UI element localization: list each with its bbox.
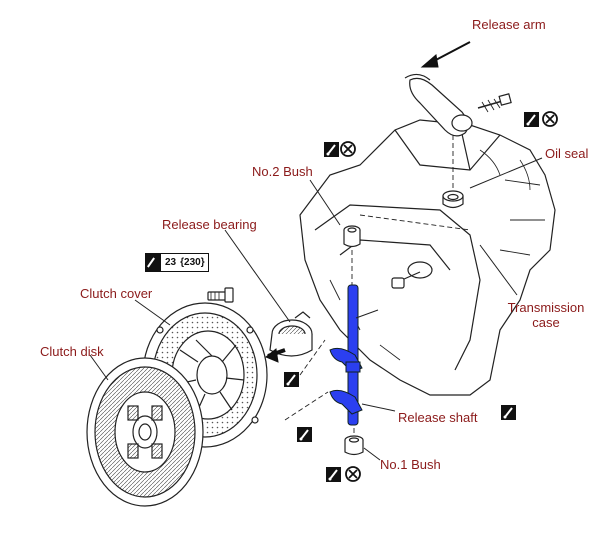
torque-value: 23 bbox=[165, 257, 177, 268]
label-release-shaft: Release shaft bbox=[398, 410, 478, 425]
grease-icon bbox=[324, 142, 339, 157]
replace-part-icon bbox=[345, 466, 361, 482]
torque-wrench-icon bbox=[146, 254, 161, 271]
torque-alt-value: {230} bbox=[180, 257, 205, 268]
release-arm-arrow bbox=[420, 41, 471, 68]
replace-part-icon bbox=[542, 111, 558, 127]
no2-bush bbox=[343, 225, 361, 248]
label-release-bearing: Release bearing bbox=[162, 217, 257, 232]
label-no1-bush: No.1 Bush bbox=[380, 457, 441, 472]
leader-lines bbox=[89, 157, 543, 461]
bearing-direction-arrow bbox=[265, 348, 286, 363]
label-oil-seal: Oil seal bbox=[545, 146, 589, 161]
torque-spec-box: 23 {230} bbox=[145, 253, 209, 272]
no1-bush bbox=[344, 435, 364, 456]
label-no2-bush: No.2 Bush bbox=[252, 164, 313, 179]
label-clutch-disk: Clutch disk bbox=[40, 344, 104, 359]
clutch-cover-bolt bbox=[207, 287, 234, 303]
grease-icon bbox=[284, 372, 299, 387]
release-arm bbox=[404, 73, 512, 137]
grease-icon bbox=[326, 467, 341, 482]
release-shaft bbox=[329, 284, 363, 426]
grease-icon bbox=[524, 112, 539, 127]
assembly-centerlines bbox=[284, 135, 471, 436]
label-transmission-case-line1: Transmission bbox=[507, 300, 585, 315]
clutch-disk bbox=[86, 357, 204, 507]
oil-seal bbox=[442, 190, 464, 209]
grease-icon bbox=[297, 427, 312, 442]
grease-icon bbox=[501, 405, 516, 420]
label-clutch-cover: Clutch cover bbox=[80, 286, 153, 301]
label-transmission-case-line2: case bbox=[532, 315, 560, 330]
replace-part-icon bbox=[340, 141, 356, 157]
label-transmission-case: Transmission case bbox=[504, 300, 588, 330]
label-release-arm: Release arm bbox=[472, 17, 546, 32]
